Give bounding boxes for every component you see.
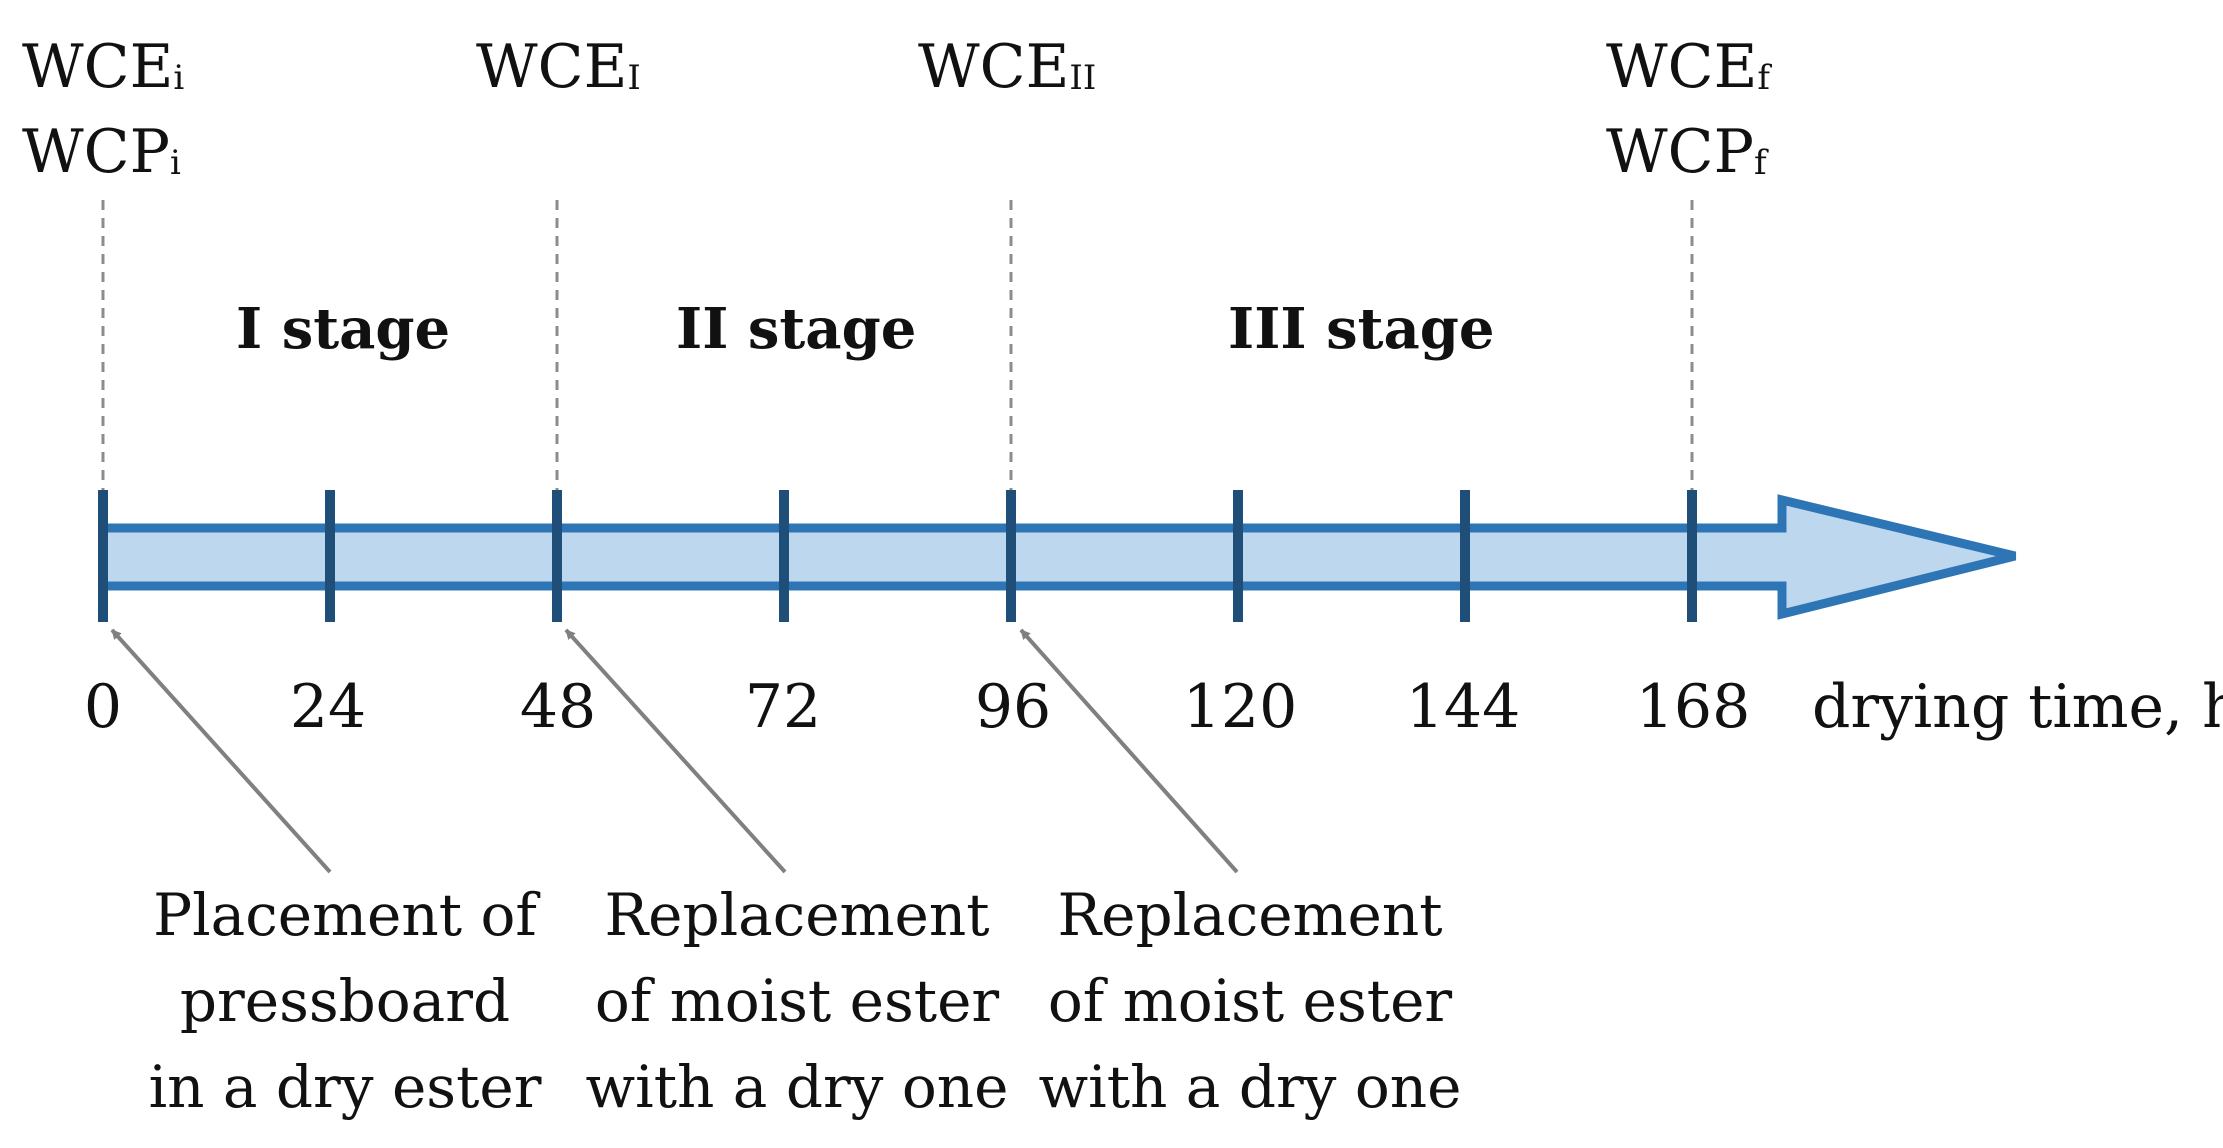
- tick-label-0: 0: [83, 672, 123, 742]
- tick-label-120: 120: [1182, 672, 1298, 742]
- marker-wce-i-line: WCEi: [22, 32, 185, 102]
- pointer-arrow-0: [110, 628, 332, 874]
- tick-label-144: 144: [1405, 672, 1521, 742]
- marker-wce-f: WCEf WCPf: [1606, 30, 1770, 200]
- marker-wce-f-line: WCEf: [1606, 32, 1770, 102]
- note-placement: Placement of pressboard in a dry ester: [148, 881, 542, 1121]
- marker-wce-stage-1: WCEI: [476, 32, 641, 102]
- stage-label-2: II stage: [676, 296, 917, 362]
- timeline-arrow-shape: [98, 494, 2017, 620]
- axis-label: drying time, h: [1812, 672, 2223, 742]
- tick-label-24: 24: [289, 672, 367, 742]
- tick-label-48: 48: [519, 672, 597, 742]
- marker-wcp-i-line: WCPi: [22, 117, 181, 187]
- marker-wce-stage-2: WCEII: [918, 32, 1097, 102]
- stage-label-1: I stage: [236, 296, 451, 362]
- tick-label-96: 96: [974, 672, 1052, 742]
- marker-wcp-f-line: WCPf: [1606, 117, 1767, 187]
- tick-label-168: 168: [1635, 672, 1751, 742]
- marker-wce-i: WCEi WCPi: [22, 30, 184, 200]
- note-replacement-2: Replacement of moist ester with a dry on…: [1038, 881, 1462, 1121]
- stage-label-3: III stage: [1228, 296, 1495, 362]
- note-replacement-1: Replacement of moist ester with a dry on…: [585, 881, 1009, 1121]
- tick-label-72: 72: [744, 672, 822, 742]
- pointer-arrow-1: [564, 628, 787, 874]
- pointer-arrow-2: [1019, 628, 1239, 874]
